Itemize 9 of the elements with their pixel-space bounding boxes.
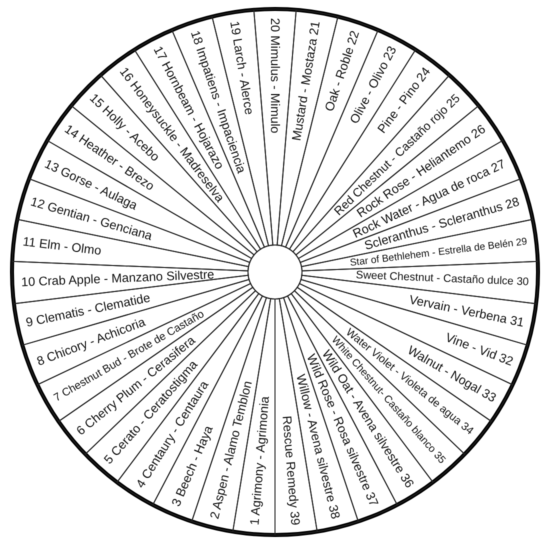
remedy-label: 20 Mimulus - Mimulo xyxy=(268,18,282,134)
remedy-label: Vervain - Verbena 31 xyxy=(408,292,526,330)
remedy-label: 10 Crab Apple - Manzano Silvestre xyxy=(20,267,214,290)
remedy-label: 1 Agrimony - Agrimonia xyxy=(248,396,272,526)
remedy-label: Mustard - Mostaza 21 xyxy=(289,20,323,142)
remedy-label: Rescue Remedy 39 xyxy=(280,415,302,526)
remedy-label: Vine - Vid 32 xyxy=(444,330,515,369)
remedy-label: Sweet Chestnut - Castaño dulce 30 xyxy=(356,269,530,288)
remedy-label: 11 Elm - Olmo xyxy=(22,234,102,258)
